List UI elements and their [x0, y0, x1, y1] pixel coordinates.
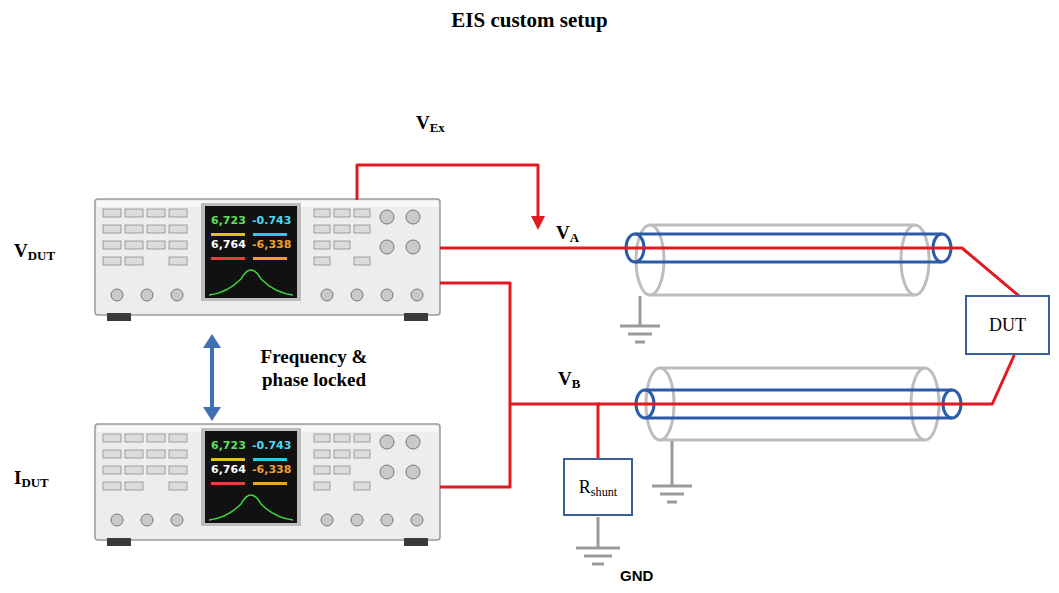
display-reading: 6,764	[211, 238, 246, 251]
wire-connector	[598, 355, 1014, 458]
display-reading: 6,764	[211, 463, 246, 476]
instrument-name: IDUT	[14, 467, 49, 489]
sync-note: Frequency & phase locked	[238, 346, 390, 392]
instrument-name: VDUT	[14, 240, 55, 262]
box-label: DUT	[989, 315, 1026, 336]
box-label: Rshunt	[579, 477, 618, 498]
display-reading: -6,338	[252, 238, 291, 251]
signal-name: VEx	[416, 112, 445, 134]
resistor-box: Rshunt	[563, 458, 633, 516]
display-reading: 6,723	[211, 439, 246, 452]
signal-name: VB	[558, 368, 580, 390]
ground-label: GND	[620, 567, 653, 584]
display-reading: -0.743	[252, 214, 291, 227]
device-box: DUT	[965, 295, 1050, 355]
display-reading: -0.743	[252, 439, 291, 452]
display-reading: -6,338	[252, 463, 291, 476]
display-reading: 6,723	[211, 214, 246, 227]
diagram-title: EIS custom setup	[0, 8, 1059, 33]
signal-name: VA	[556, 222, 579, 244]
